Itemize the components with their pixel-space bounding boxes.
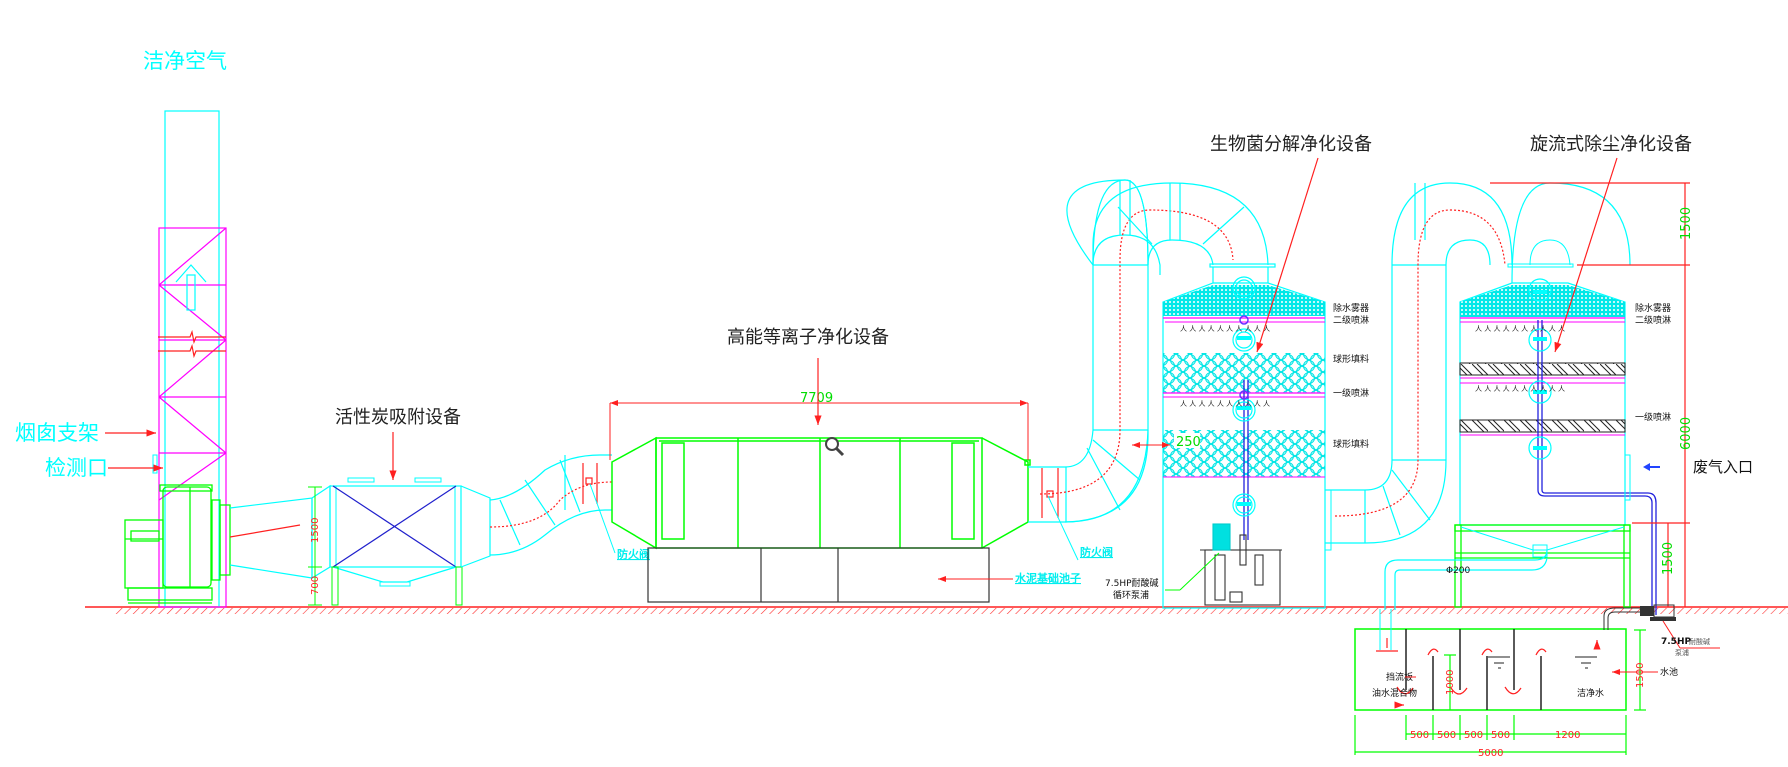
circulation-pump <box>1200 523 1282 606</box>
carbon-dims <box>308 486 322 606</box>
svg-text:人 人 人 人 人 人 人 人 人 人: 人 人 人 人 人 人 人 人 人 人 <box>1180 400 1270 408</box>
pool-seg-2: 500 <box>1437 730 1456 741</box>
bio-pump-label-2: 循环泵浦 <box>1113 589 1149 601</box>
bio-label-pack2: 球形填料 <box>1333 438 1369 450</box>
bio-label-pack1: 球形填料 <box>1333 353 1369 365</box>
baffle-label: 挡流板 <box>1386 671 1413 683</box>
pool-total-dim: 5000 <box>1478 748 1503 759</box>
pool-depth-dim: 1500 <box>1635 663 1646 688</box>
cyc-label-spray2: 二级喷淋 <box>1635 314 1671 326</box>
carbon-adsorption-box <box>311 477 491 606</box>
magnifier-icon <box>825 437 845 457</box>
fire-damper-label-2: 防火阀 <box>1080 545 1113 559</box>
water-pool <box>1354 604 1676 711</box>
cement-foundation-label: 水泥基础池子 <box>1015 571 1081 585</box>
bio-label-spray1: 一级喷淋 <box>1333 387 1369 399</box>
cyclone-tower-labels: 除水雾器 二级喷淋 一级喷淋 <box>1635 302 1671 423</box>
tower-dims <box>1490 182 1690 607</box>
fire-damper-label-1: 防火阀 <box>617 547 650 561</box>
pool-seg-5: 1200 <box>1555 730 1580 741</box>
break-line <box>158 329 226 359</box>
plasma-title: 高能等离子净化设备 <box>727 327 889 348</box>
carbon-leg-dim: 700 <box>310 576 321 595</box>
fan-outlet-duct <box>229 497 313 579</box>
bio-title: 生物菌分解净化设备 <box>1210 134 1372 155</box>
duct-gap-text: 250 <box>1176 435 1201 450</box>
pipe-diameter-label: Φ200 <box>1446 566 1471 576</box>
waste-gas-inlet-label: 废气入口 <box>1693 458 1753 476</box>
test-port-label: 检测口 <box>45 456 108 480</box>
pool-seg-1: 500 <box>1410 730 1429 741</box>
spray-nozzles: 人 人 人 人 人 人 人 人 人 人 人 人 人 人 人 人 人 人 人 人 <box>1180 325 1270 408</box>
bio-pump-label-1: 7.5HP耐酸碱 <box>1105 577 1159 589</box>
clean-air-label: 洁净空气 <box>143 49 227 73</box>
pool-pump-label-bold: 7.5HP <box>1661 637 1691 647</box>
tower-top-dim: 1500 <box>1679 207 1694 240</box>
cyc-label-mist: 除水雾器 <box>1635 302 1671 314</box>
carbon-height-dim: 1500 <box>310 518 321 543</box>
pool-segment-dims: 500 500 500 500 1200 <box>1410 730 1580 741</box>
cyclone-title: 旋流式除尘净化设备 <box>1530 134 1692 155</box>
plasma-length-dim <box>609 400 1029 460</box>
carbon-adsorption-title: 活性炭吸附设备 <box>335 407 461 428</box>
ground-line <box>85 606 1788 614</box>
bio-label-mist: 除水雾器 <box>1333 302 1369 314</box>
chimney-support-frame <box>158 227 227 608</box>
tower-base-dim: 1500 <box>1661 542 1676 575</box>
bio-tower: 人 人 人 人 人 人 人 人 人 人 人 人 人 人 人 人 人 人 人 人 <box>1162 276 1332 609</box>
pool-seg-4: 500 <box>1491 730 1510 741</box>
pool-pump-label-2: 泵浦 <box>1675 648 1689 657</box>
test-port-flange <box>152 454 158 474</box>
pool-dims <box>1354 629 1646 755</box>
plasma-unit <box>611 436 1031 550</box>
pool-pump-label-rest: 耐酸碱 <box>1689 637 1710 646</box>
oil-water-label: 油水混合物 <box>1372 687 1417 699</box>
cement-base <box>647 547 990 603</box>
svg-text:人 人 人 人 人 人 人 人 人 人: 人 人 人 人 人 人 人 人 人 人 <box>1475 385 1565 393</box>
cyc-label-spray1: 一级喷淋 <box>1635 411 1671 423</box>
left-arrow-icon <box>1643 463 1660 471</box>
bio-tower-labels: 除水雾器 二级喷淋 球形填料 一级喷淋 球形填料 <box>1333 302 1369 450</box>
pool-seg-3: 500 <box>1464 730 1483 741</box>
plasma-length-text: 7709 <box>800 391 833 406</box>
clean-water-label: 洁净水 <box>1577 687 1604 699</box>
chimney-support-label: 烟囱支架 <box>15 421 99 445</box>
svg-text:人 人 人 人 人 人 人 人 人 人: 人 人 人 人 人 人 人 人 人 人 <box>1475 325 1565 333</box>
s-duct-1 <box>489 454 613 556</box>
centrifugal-fan <box>124 484 231 604</box>
svg-text:人 人 人 人 人 人 人 人 人 人: 人 人 人 人 人 人 人 人 人 人 <box>1180 325 1270 333</box>
up-arrow-icon <box>175 264 207 311</box>
duct-gap-text-backdrop <box>1174 433 1200 448</box>
bio-top-elbow <box>1092 182 1276 283</box>
chimney <box>152 110 227 608</box>
pool-label: 水池 <box>1660 666 1678 678</box>
baffle-height-dim: 1000 <box>1445 670 1456 695</box>
cyclone-tower: 人 人 人 人 人 人 人 人 人 人 人 人 人 人 人 人 人 人 人 人 <box>1384 182 1657 615</box>
tower-height-dim: 6000 <box>1679 417 1694 450</box>
bio-label-spray2: 二级喷淋 <box>1333 314 1369 326</box>
elbow-duct-cyclone <box>1325 182 1513 544</box>
